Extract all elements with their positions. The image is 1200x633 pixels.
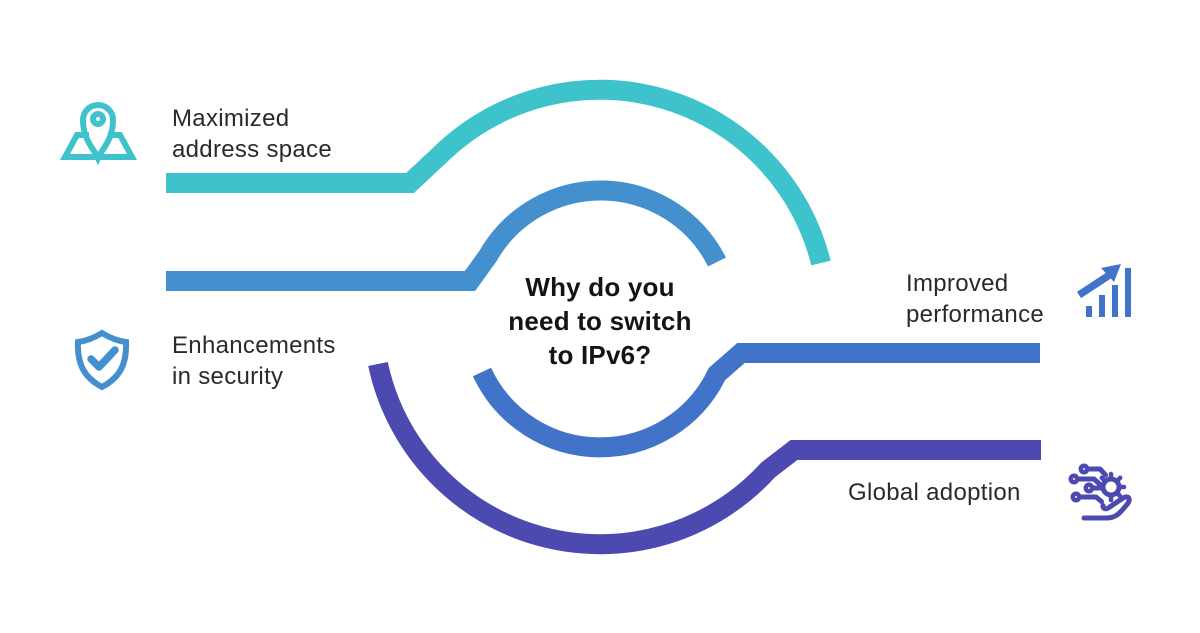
connector-enhancements-in-security	[166, 180, 726, 291]
shield-outline	[74, 329, 130, 391]
question-line: Why do you	[525, 272, 675, 302]
label-enhancements-in-security: Enhancements in security	[172, 330, 336, 392]
connector-maximized-address-space	[166, 79, 831, 266]
bar-2	[1099, 295, 1105, 317]
label-line: Improved	[906, 270, 1009, 297]
label-line: Global adoption	[848, 479, 1021, 506]
question-line: to IPv6?	[548, 340, 652, 370]
circuit-hand-icon	[1068, 463, 1132, 521]
label-line: address space	[172, 136, 332, 163]
label-line: Enhancements	[172, 332, 336, 359]
bar-1	[1086, 306, 1092, 317]
label-maximized-address-space: Maximized address space	[172, 103, 332, 165]
label-line: Maximized	[172, 105, 290, 132]
gear-teeth	[1099, 471, 1127, 503]
map-pin-icon	[60, 102, 138, 166]
hand-outline	[1081, 494, 1132, 521]
check-mark	[87, 346, 119, 371]
shield-check-icon	[74, 329, 130, 391]
bar-3	[1112, 285, 1118, 317]
connector-global-adoption	[368, 361, 1041, 555]
center-question: Why do you need to switch to IPv6?	[450, 270, 750, 372]
label-improved-performance: Improved performance	[906, 268, 1044, 330]
bar-4	[1125, 268, 1131, 317]
growth-chart-icon	[1076, 264, 1131, 317]
question-line: need to switch	[508, 306, 692, 336]
label-global-adoption: Global adoption	[848, 477, 1021, 508]
label-line: performance	[906, 301, 1045, 328]
label-line: in security	[172, 363, 284, 390]
pin-dot	[90, 111, 106, 127]
arrow-head	[1101, 264, 1121, 282]
arrow-shaft	[1076, 270, 1114, 299]
connector-improved-performance	[472, 343, 1040, 458]
pin-outline	[79, 102, 117, 166]
circuit-nodes	[1068, 463, 1095, 503]
